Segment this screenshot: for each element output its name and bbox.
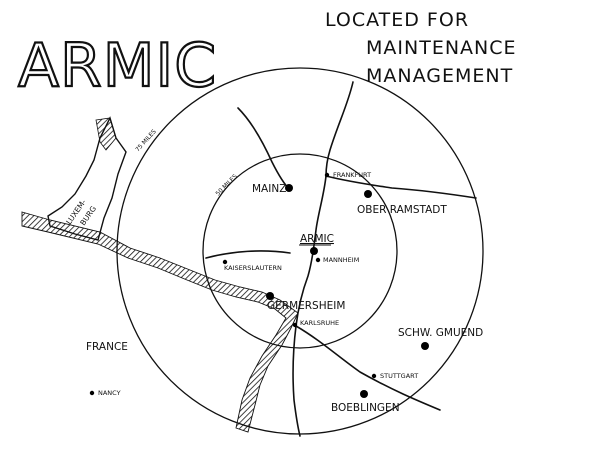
northern-border-hatch [95,117,117,151]
nancy-marker [89,390,95,396]
inner-radius-ring [202,153,398,349]
mannheim-label: MANNHEIM [323,256,359,264]
karlsruhe-label: KARLSRUHE [300,319,339,327]
outer-radius-ring [116,67,484,435]
kaiserslautern-marker [222,259,228,265]
kaiserslautern-label: KAISERSLAUTERN [224,264,282,272]
france-label: FRANCE [86,341,128,353]
national-border [21,211,299,433]
luxembourg-outline [47,116,127,241]
inner-ring-label: 50 MILES [214,173,238,197]
ober-ramstadt-label: OBER RAMSTADT [357,204,447,216]
mannheim-marker [315,257,321,263]
headline-line-1: LOCATED FOR [325,9,469,31]
road-southeast [295,325,441,411]
stuttgart-marker [371,373,377,379]
armic-label: ARMIC [300,233,334,245]
road-north [325,81,354,177]
ober-ramstadt-marker [364,190,372,198]
schw-gmuend-marker [421,342,429,350]
boeblingen-marker [360,390,368,398]
mainz-marker [285,184,293,192]
road-south [292,325,301,437]
schw-gmuend-label: SCHW. GMUEND [398,327,483,339]
mainz-label: MAINZ [252,183,286,195]
boeblingen-label: BOEBLINGEN [331,402,400,414]
frankfurt-marker [324,172,330,178]
armic-marker [310,247,318,255]
headline-line-2: MAINTENANCE [366,37,517,59]
germersheim-label: GERMERSHEIM [267,300,345,312]
road-west [205,250,291,259]
logo: ARMIC [18,31,217,101]
frankfurt-label: FRANKFURT [333,171,371,179]
nancy-label: NANCY [98,389,121,397]
karlsruhe-marker [292,322,298,328]
germersheim-marker [266,292,274,300]
road-northwest [237,107,291,191]
stuttgart-label: STUTTGART [380,372,418,380]
headline-line-3: MANAGEMENT [366,65,513,87]
road-east [325,175,477,199]
